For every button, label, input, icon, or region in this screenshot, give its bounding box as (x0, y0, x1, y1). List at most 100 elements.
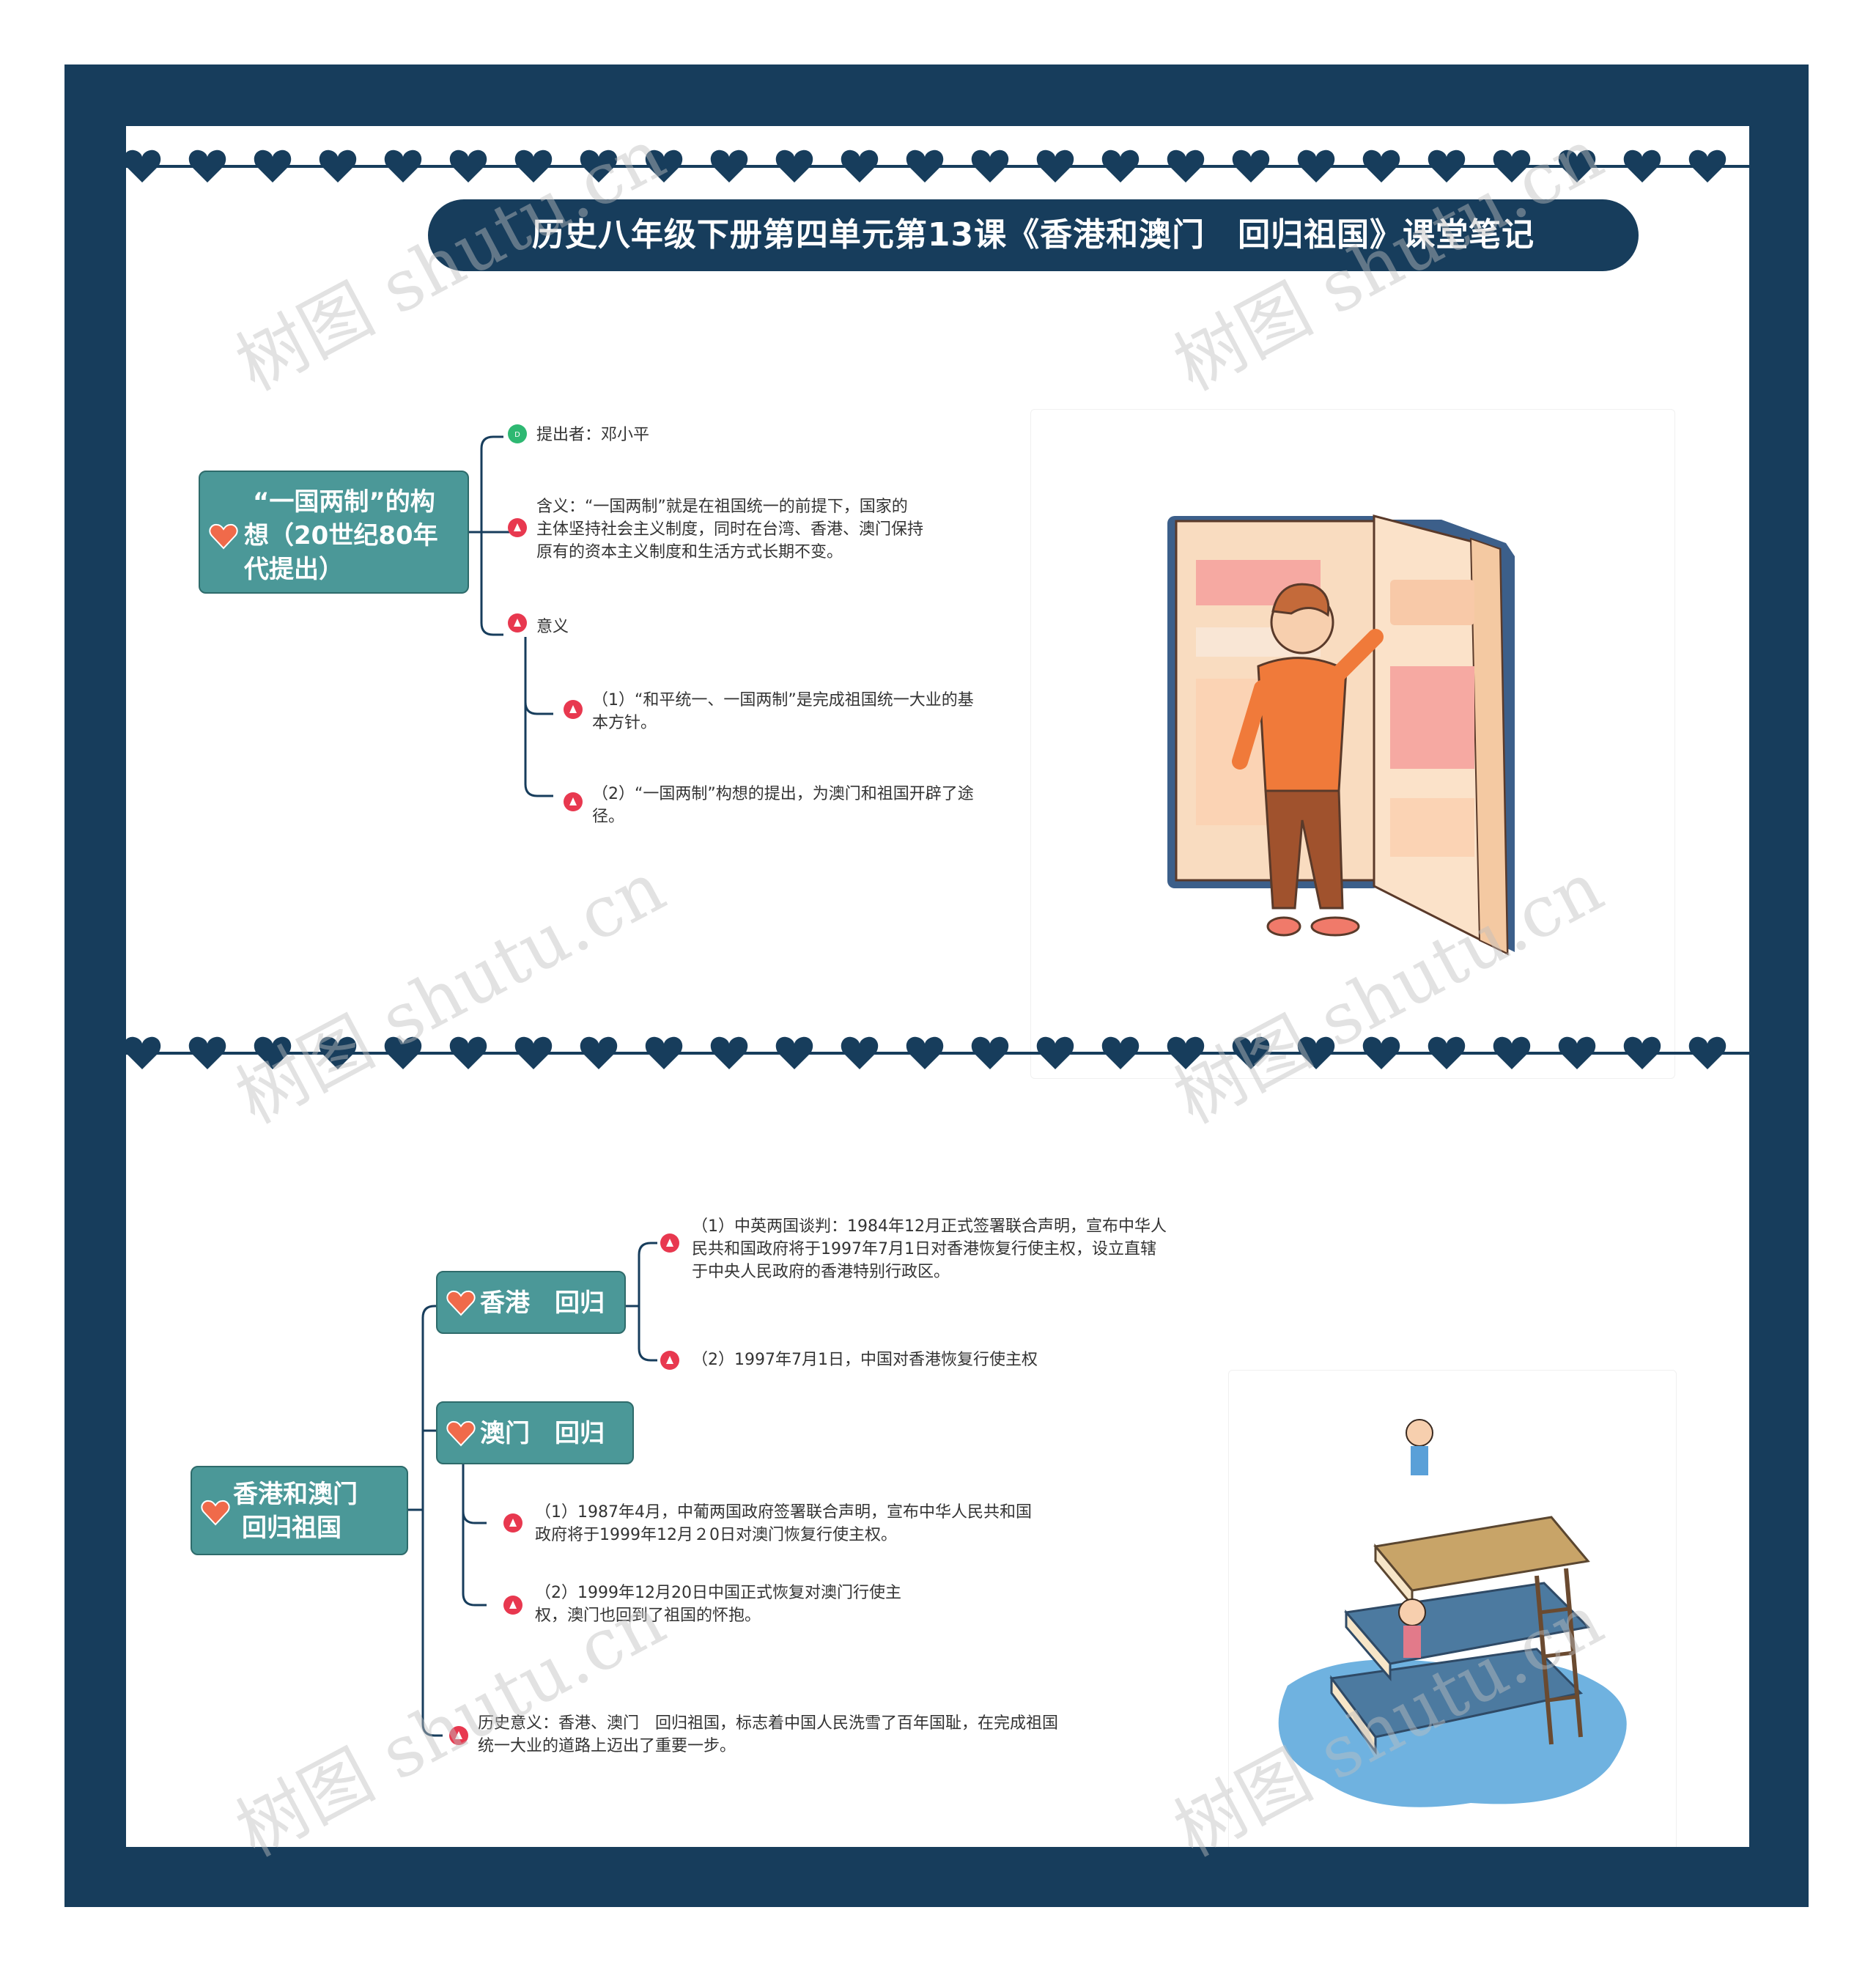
meaning-line-2: 主体坚持社会主义制度，同时在台湾、香港、澳门保持 (536, 520, 924, 539)
hearts-divider-top (126, 150, 1749, 182)
section1-connectors (469, 435, 553, 797)
divider-heart-icon (1232, 150, 1270, 182)
divider-heart-icon (841, 150, 879, 182)
divider-heart-icon (645, 1036, 683, 1069)
topic2-line-2: 回归祖国 (242, 1513, 341, 1543)
marker-icon (449, 1726, 468, 1745)
marker-icon (503, 1596, 522, 1615)
macau1-line-1: （1）1987年4月，中葡两国政府签署联合声明，宣布中华人民共和国 (535, 1503, 1032, 1522)
divider-heart-icon (1232, 1036, 1270, 1069)
subtopic-hong-kong[interactable]: 香港 回归 (436, 1271, 626, 1334)
hk1-line-3: 于中央人民政府的香港特别行政区。 (692, 1263, 950, 1281)
marker-icon (564, 792, 583, 811)
topic2-line-1: 香港和澳门 (233, 1480, 358, 1509)
heart-icon (446, 1290, 476, 1316)
svg-text:D: D (514, 431, 520, 439)
divider-heart-icon (580, 150, 618, 182)
divider-heart-icon (1167, 1036, 1205, 1069)
hk1-line-1: （1）中英两国谈判：1984年12月正式签署联合声明，宣布中华人 (692, 1217, 1167, 1236)
sig2-line-1: （2）“一国两制”构想的提出，为澳门和祖国开辟了途 (592, 785, 974, 803)
hk-label: 香港 回归 (480, 1288, 605, 1318)
marker-icon (503, 1513, 522, 1533)
divider-heart-icon (645, 150, 683, 182)
divider-heart-icon (188, 1036, 226, 1069)
marker-icon (564, 700, 583, 719)
sig1-line-2: 本方针。 (592, 714, 657, 732)
topic-line-1: “一国两制”的构 (253, 487, 435, 517)
divider-heart-icon (971, 1036, 1009, 1069)
divider-heart-icon (1428, 150, 1466, 182)
divider-heart-icon (1623, 1036, 1661, 1069)
divider-heart-icon (1623, 150, 1661, 182)
heart-icon (209, 523, 238, 550)
proposer-text: 提出者：邓小平 (536, 426, 650, 444)
divider-heart-icon (126, 1036, 161, 1069)
divider-heart-icon (1101, 1036, 1140, 1069)
divider-heart-icon (710, 150, 748, 182)
divider-heart-icon (1558, 1036, 1596, 1069)
sig1-line-1: （1）“和平统一、一国两制”是完成祖国统一大业的基 (592, 691, 974, 709)
meaning-line-1: 含义：“一国两制”就是在祖国统一的前提下，国家的 (536, 498, 908, 516)
divider-heart-icon (1493, 150, 1531, 182)
divider-heart-icon (254, 1036, 292, 1069)
macau2-line-1: （2）1999年12月20日中国正式恢复对澳门行使主 (535, 1584, 901, 1602)
divider-heart-icon (1688, 1036, 1727, 1069)
history-line-1: 历史意义：香港、澳门 回归祖国，标志着中国人民洗雪了百年国耻，在完成祖国 (478, 1714, 1059, 1733)
hearts-divider-middle (126, 1036, 1749, 1069)
canvas: 历史八年级下册第四单元第13课《香港和澳门 回归祖国》课堂笔记 “一国两制”的构… (126, 126, 1749, 1847)
divider-heart-icon (1493, 1036, 1531, 1069)
divider-heart-icon (775, 150, 813, 182)
kids-on-books-image (1278, 1419, 1627, 1807)
macau1-line-2: 政府将于1999年12月２0日对澳门恢复行使主权。 (535, 1526, 897, 1544)
divider-heart-icon (1297, 1036, 1335, 1069)
sig2-line-2: 径。 (592, 808, 625, 826)
divider-heart-icon (1036, 150, 1074, 182)
meaning-line-3: 原有的资本主义制度和生活方式长期不变。 (536, 543, 843, 561)
divider-heart-icon (319, 150, 357, 182)
divider-heart-icon (449, 150, 487, 182)
divider-heart-icon (580, 1036, 618, 1069)
marker-icon (660, 1233, 679, 1253)
divider-heart-icon (1167, 150, 1205, 182)
divider-heart-icon (1688, 150, 1727, 182)
heart-icon (201, 1500, 230, 1526)
divider-heart-icon (254, 150, 292, 182)
divider-heart-icon (514, 1036, 553, 1069)
topic-one-country-two-systems[interactable]: “一国两制”的构 想（20世纪80年 代提出） (199, 471, 469, 594)
macau2-line-2: 权，澳门也回到了祖国的怀抱。 (535, 1607, 761, 1625)
topic-line-2: 想（20世纪80年 (244, 521, 438, 550)
divider-heart-icon (710, 1036, 748, 1069)
divider-heart-icon (126, 150, 161, 182)
contact-icon: D (508, 424, 527, 443)
hk2-text: （2）1997年7月1日，中国对香港恢复行使主权 (692, 1351, 1038, 1369)
heart-icon (446, 1420, 476, 1447)
divider-heart-icon (1362, 1036, 1400, 1069)
divider-heart-icon (906, 150, 944, 182)
book-illustration (1030, 409, 1675, 1079)
divider-heart-icon (384, 1036, 422, 1069)
marker-icon (660, 1351, 679, 1370)
hk1-line-2: 民共和国政府将于1997年7月1日对香港恢复行使主权，设立直辖 (692, 1240, 1156, 1258)
divider-heart-icon (449, 1036, 487, 1069)
divider-heart-icon (971, 150, 1009, 182)
divider-heart-icon (841, 1036, 879, 1069)
history-line-2: 统一大业的道路上迈出了重要一步。 (478, 1737, 736, 1755)
topic-hk-macau-return[interactable]: 香港和澳门 回归祖国 (191, 1466, 408, 1555)
divider-heart-icon (1036, 1036, 1074, 1069)
divider-heart-icon (906, 1036, 944, 1069)
divider-heart-icon (188, 150, 226, 182)
marker-icon (508, 518, 527, 537)
divider-heart-icon (319, 1036, 357, 1069)
macau-label: 澳门 回归 (480, 1419, 605, 1448)
page-title: 历史八年级下册第四单元第13课《香港和澳门 回归祖国》课堂笔记 (428, 199, 1639, 271)
subtopic-macau[interactable]: 澳门 回归 (436, 1401, 634, 1464)
divider-heart-icon (1297, 150, 1335, 182)
marker-icon (508, 613, 527, 633)
divider-heart-icon (514, 150, 553, 182)
boy-reading-book-image (1167, 515, 1515, 956)
divider-heart-icon (384, 150, 422, 182)
section2-connectors (408, 1242, 657, 1737)
books-illustration (1228, 1370, 1677, 1847)
divider-heart-icon (1428, 1036, 1466, 1069)
divider-heart-icon (1362, 150, 1400, 182)
